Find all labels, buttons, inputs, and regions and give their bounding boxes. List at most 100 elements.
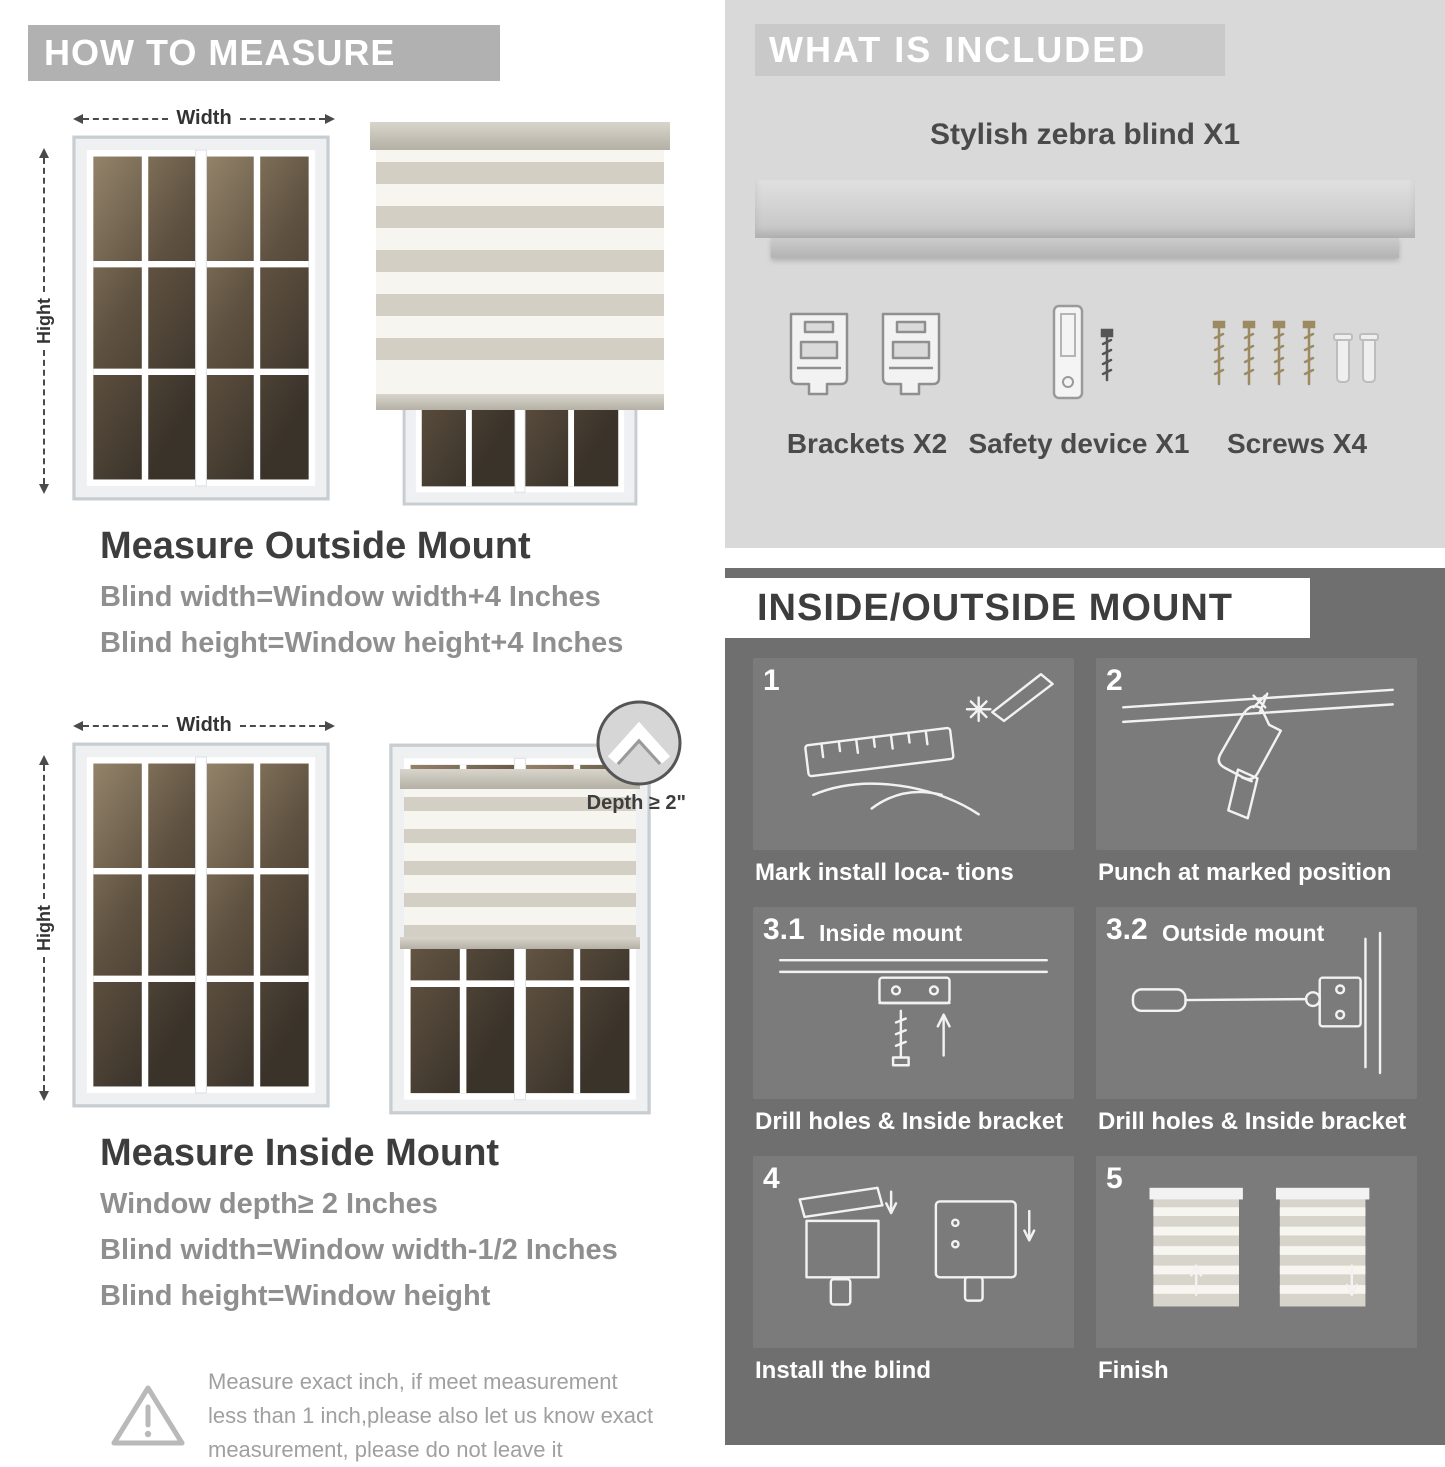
step-panel: 5	[1096, 1156, 1417, 1348]
how-to-measure-panel: HOW TO MEASURE Width Hight	[0, 0, 705, 1462]
mount-step-3-2: 3.2 Outside mount	[1096, 907, 1417, 1156]
blind-headrail-lip	[771, 238, 1399, 258]
zebra-blind-outside-figure	[370, 121, 670, 513]
dashed-line	[83, 724, 169, 727]
step-label: Inside mount	[819, 920, 963, 946]
width-arrow: Width	[68, 714, 340, 737]
drill-illustration	[1122, 688, 1394, 820]
arrow-right-icon	[325, 113, 340, 124]
arrow-right-icon	[325, 720, 340, 731]
safety-device-label: Safety device X1	[968, 428, 1190, 459]
outside-mount-line-1: Blind width=Window width+4 Inches	[100, 581, 601, 613]
outside-mount-line-2: Blind height=Window height+4 Inches	[100, 627, 624, 659]
brackets-icon	[789, 312, 941, 396]
inside-mount-title: Measure Inside Mount	[100, 1132, 500, 1174]
mount-step-2: 2 Punch at marked po	[1096, 658, 1417, 907]
step-number: 1	[763, 664, 780, 697]
dashed-line	[43, 350, 45, 485]
mount-title: INSIDE/OUTSIDE MOUNT	[757, 586, 1234, 629]
what-is-included-header: WHAT IS INCLUDED	[755, 24, 1225, 76]
zebra-blind-inside-figure: Depth ≥ 2"	[370, 700, 686, 1120]
step-panel: 3.2 Outside mount	[1096, 907, 1417, 1099]
arrow-up-icon	[39, 143, 49, 158]
step-number: 4	[763, 1162, 780, 1195]
width-label: Width	[176, 714, 232, 736]
window-measure-figure-inside: Width Hight	[28, 706, 344, 1114]
inside-bracket-illustration	[779, 958, 1048, 1067]
measurement-warning: Measure exact inch, if meet measurement …	[110, 1365, 705, 1467]
step-panel: 4	[753, 1156, 1074, 1348]
window-illustration	[64, 742, 338, 1108]
included-item-screws: Screws X4	[1207, 296, 1387, 460]
warning-text: Measure exact inch, if meet measurement …	[208, 1369, 654, 1463]
arrow-down-icon	[39, 1091, 49, 1106]
brackets-label: Brackets X2	[786, 428, 948, 459]
inside-mount-figures: Width Hight	[28, 700, 705, 1116]
height-arrow: Hight	[32, 750, 56, 1106]
dashed-line	[239, 117, 326, 120]
arrow-left-icon	[68, 113, 83, 124]
mount-instructions-section: INSIDE/OUTSIDE MOUNT 1	[725, 568, 1445, 1445]
window-measure-figure-outside: Width Hight	[28, 99, 344, 507]
height-label: Hight	[33, 298, 54, 344]
section-divider	[725, 548, 1445, 568]
install-blind-illustration	[798, 1186, 1036, 1306]
screws-icon-box	[1207, 296, 1387, 414]
how-to-measure-title: HOW TO MEASURE	[44, 32, 396, 73]
height-label: Hight	[33, 905, 54, 951]
window-illustration	[64, 135, 338, 501]
dashed-line	[83, 117, 169, 120]
screws-icon	[1212, 320, 1379, 386]
dashed-line	[239, 724, 326, 727]
step-number: 3.1	[763, 913, 805, 946]
inside-mount-line-2: Blind width=Window width-1/2 Inches	[100, 1234, 618, 1266]
mount-step-5: 5	[1096, 1156, 1417, 1405]
arrow-left-icon	[68, 720, 83, 731]
product-label: Stylish zebra blind X1	[929, 118, 1241, 151]
step-number: 2	[1106, 664, 1123, 697]
depth-note: Depth ≥ 2"	[586, 792, 686, 814]
included-item-safety-device: Safety device X1	[968, 296, 1190, 460]
step-label: Outside mount	[1162, 920, 1325, 946]
inside-mount-line-3: Blind height=Window height	[100, 1280, 491, 1312]
zebra-blind-inside-illustration	[370, 728, 670, 1120]
step-panel: 3.1 Inside mount	[753, 907, 1074, 1099]
step-panel: 1	[753, 658, 1074, 850]
step-number: 3.2	[1106, 913, 1148, 946]
finish-illustration	[1149, 1187, 1370, 1307]
right-panel: WHAT IS INCLUDED Stylish zebra blind X1	[725, 0, 1445, 1445]
arrow-up-icon	[39, 750, 49, 765]
step-caption: Mark install loca- tions	[755, 859, 1014, 886]
step-caption: Drill holes & Inside bracket	[755, 1108, 1064, 1135]
step-caption: Punch at marked position	[1098, 859, 1392, 886]
what-is-included-section: WHAT IS INCLUDED Stylish zebra blind X1	[725, 0, 1445, 548]
mount-step-4: 4	[753, 1156, 1074, 1405]
inside-mount-line-1: Window depth≥ 2 Inches	[100, 1188, 438, 1220]
warning-triangle-icon	[111, 1385, 185, 1446]
zebra-blind-illustration	[370, 122, 670, 513]
outside-bracket-illustration	[1131, 931, 1382, 1075]
safety-device-icon-box	[1024, 296, 1134, 414]
mount-step-3-1: 3.1 Inside mount	[753, 907, 1074, 1156]
outside-mount-title: Measure Outside Mount	[100, 525, 531, 567]
width-arrow: Width	[68, 107, 340, 130]
step-caption: Drill holes & Inside bracket	[1098, 1108, 1407, 1135]
mount-step-1: 1	[753, 658, 1074, 907]
dashed-line	[43, 765, 45, 900]
panel-divider	[705, 0, 725, 1445]
included-item-brackets: Brackets X2	[783, 296, 951, 460]
mount-steps-grid: 1	[725, 638, 1445, 1405]
step-caption: Install the blind	[755, 1357, 932, 1384]
brackets-icon-box	[783, 296, 951, 414]
outside-mount-figures: Width Hight	[28, 99, 705, 509]
height-arrow: Hight	[32, 143, 56, 499]
width-label: Width	[176, 107, 232, 129]
safety-device-icon	[1052, 304, 1114, 400]
step-panel: 2	[1096, 658, 1417, 850]
blind-headrail-illustration	[755, 180, 1415, 238]
dashed-line	[43, 957, 45, 1092]
arrow-down-icon	[39, 484, 49, 499]
what-is-included-title: WHAT IS INCLUDED	[769, 29, 1147, 70]
mount-header: INSIDE/OUTSIDE MOUNT	[725, 578, 1310, 638]
